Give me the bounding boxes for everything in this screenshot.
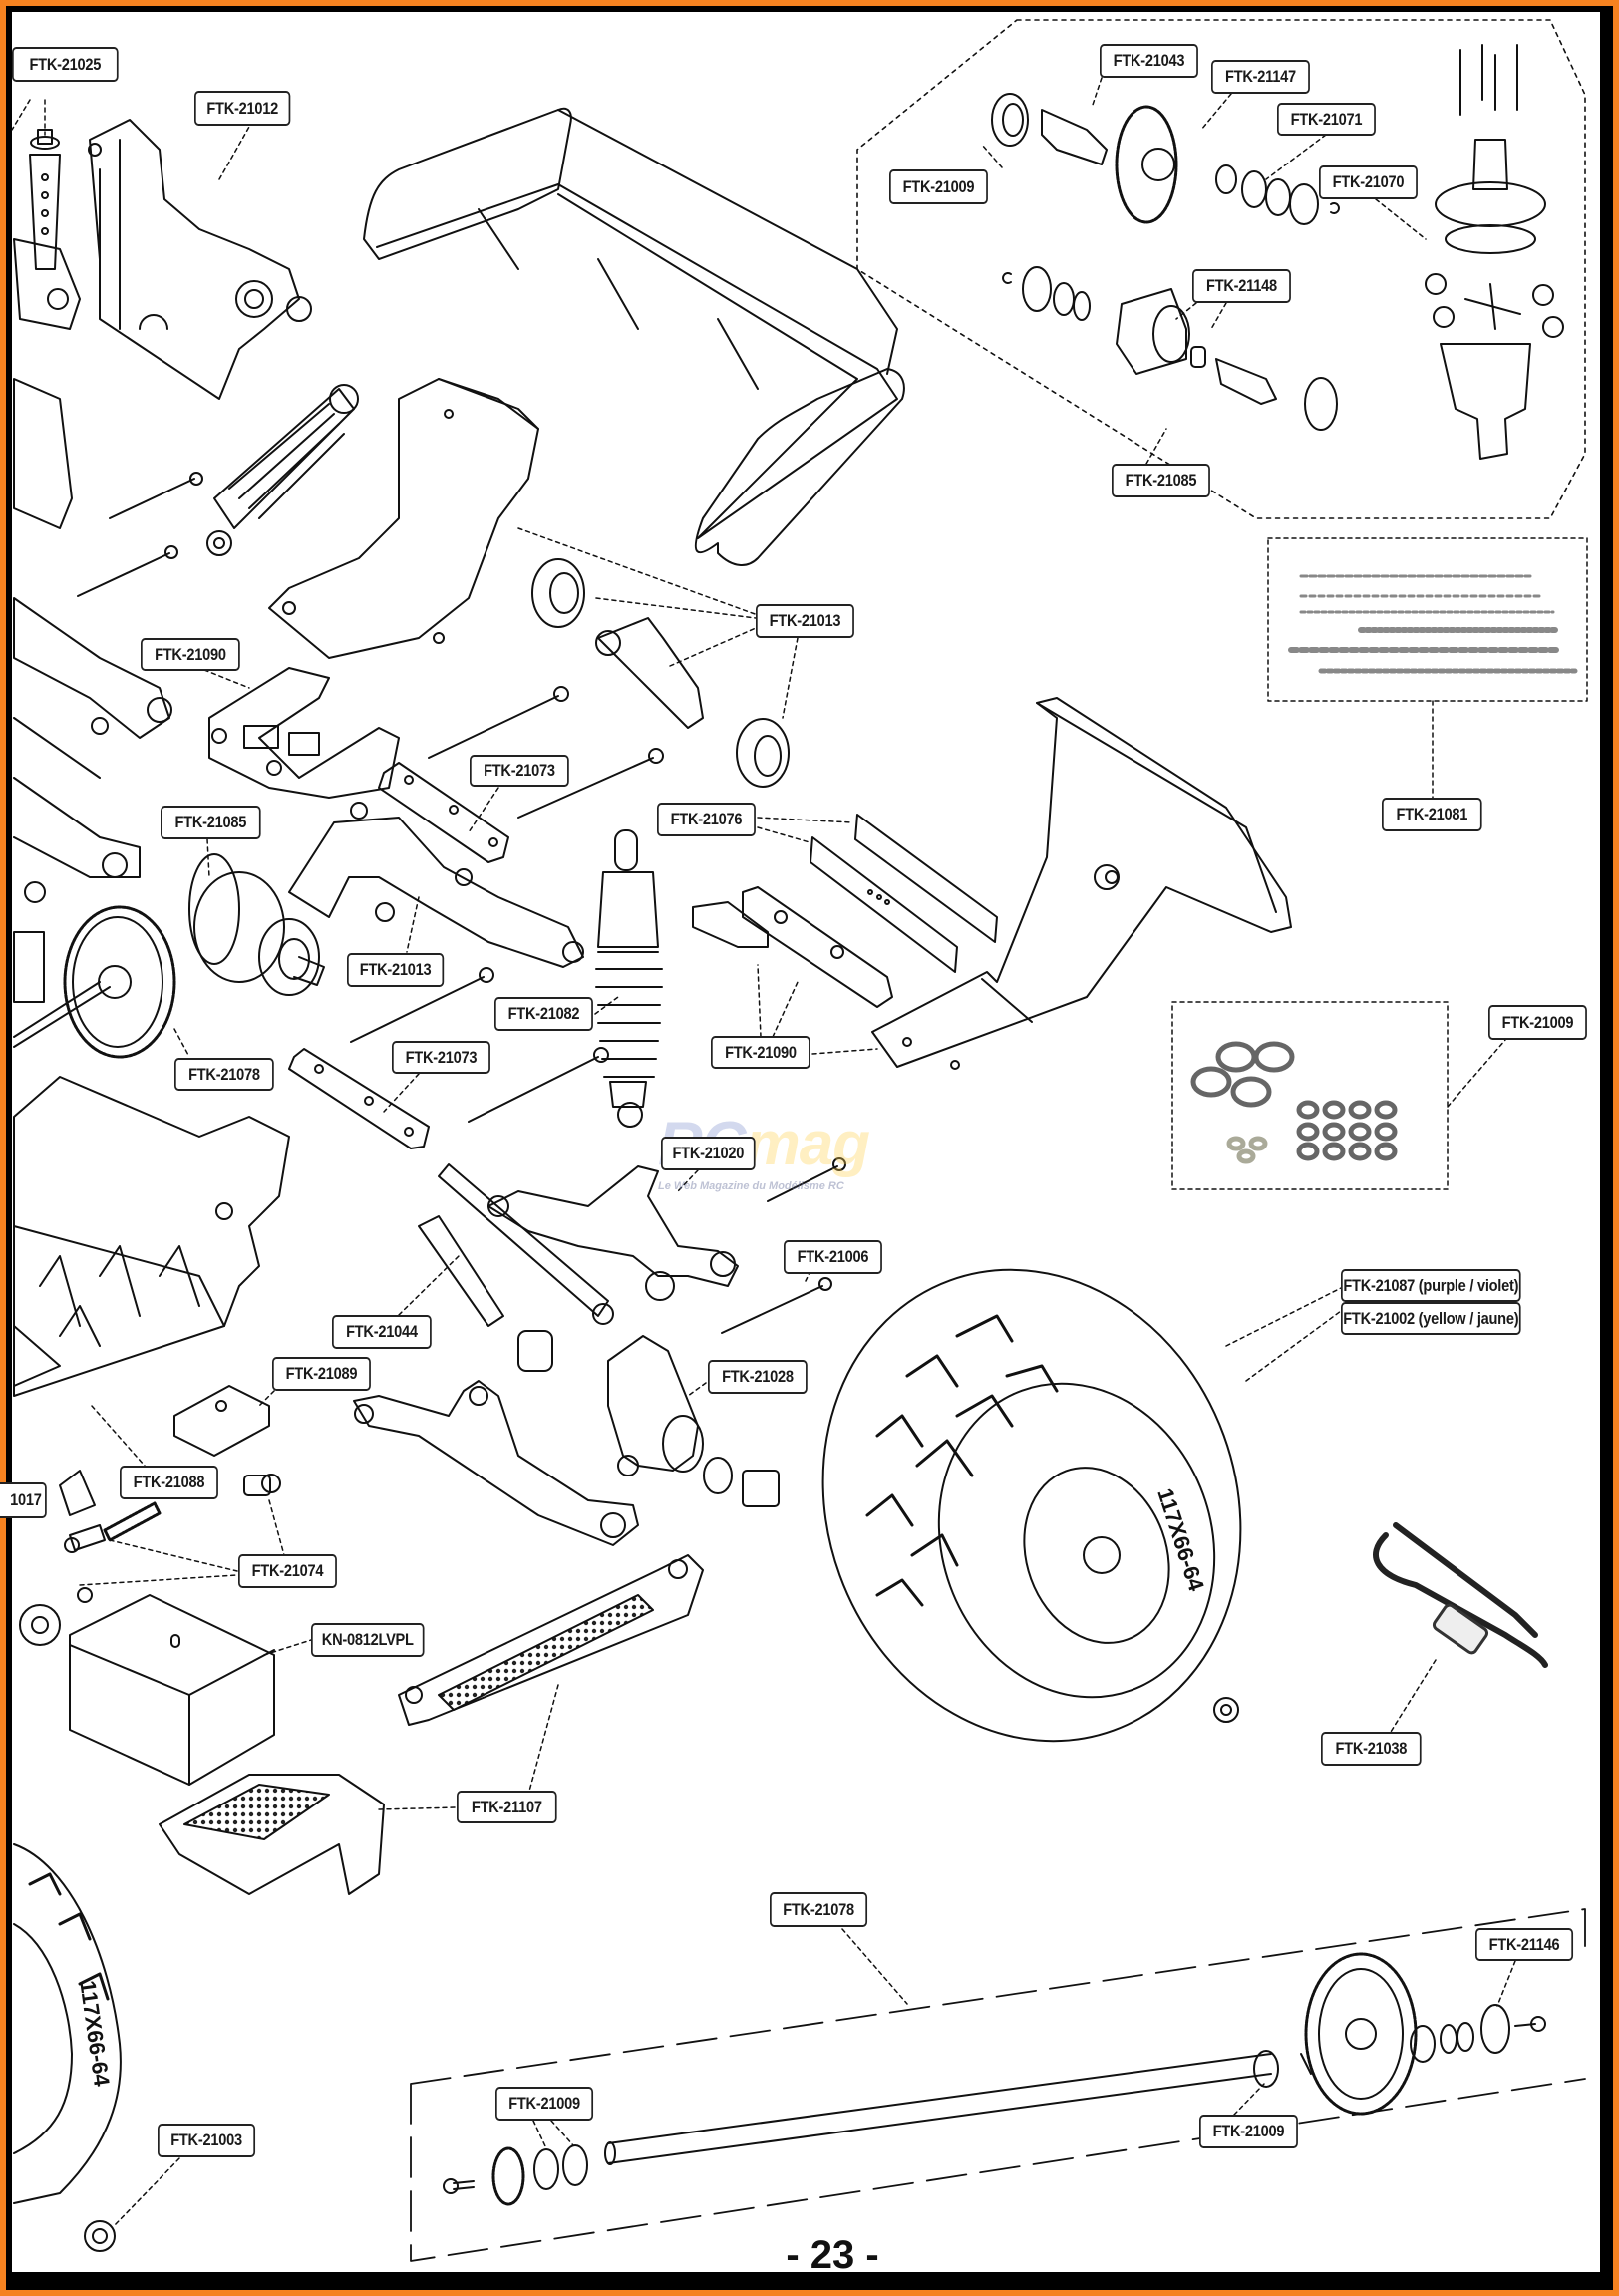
battery-strap: [159, 1554, 704, 1895]
part-label-ftk-21146: FTK-21146: [1475, 1928, 1574, 1961]
body-post: [29, 129, 61, 270]
tire-color-labels: FTK-21087 (purple / violet) FTK-21002 (y…: [1341, 1269, 1550, 1335]
chassis-tub: [13, 1076, 290, 1397]
part-label-ftk-21017-partial: 1017: [0, 1482, 47, 1518]
part-label-ftk-21081: FTK-21081: [1382, 798, 1482, 831]
wheel-hubs: [531, 558, 790, 788]
part-label-ftk-21090-bulkhead: FTK-21090: [141, 638, 240, 671]
diff-group-outline: [856, 19, 1586, 519]
part-label-ftk-21006: FTK-21006: [784, 1240, 882, 1274]
part-label-ftk-21147: FTK-21147: [1211, 60, 1310, 94]
front-bulkhead: [208, 667, 400, 799]
hinge-pins-lower: [350, 967, 609, 1123]
hinge-pins-top: [77, 472, 203, 597]
turnbuckle: [59, 1470, 281, 1603]
part-label-ftk-21071: FTK-21071: [1277, 103, 1376, 136]
part-label-ftk-21088: FTK-21088: [120, 1466, 218, 1499]
front-shock: [595, 829, 663, 1128]
differential-mid: [188, 853, 325, 996]
part-label-ftk-21074: FTK-21074: [238, 1554, 337, 1588]
front-upper-arm: [13, 597, 172, 903]
part-label-ftk-21085-mid: FTK-21085: [161, 806, 261, 839]
part-label-ftk-21073-lower: FTK-21073: [392, 1041, 490, 1074]
part-label-ftk-21013-hubs: FTK-21013: [756, 604, 854, 638]
axle-group-outline: [410, 1908, 1586, 2262]
part-label-ftk-21003: FTK-21003: [158, 2124, 256, 2157]
screws-kit-box: [1267, 537, 1588, 702]
part-label-ftk-21078-axle: FTK-21078: [770, 1892, 868, 1927]
rear-shock: [206, 384, 359, 556]
part-label-ftk-21087: FTK-21087 (purple / violet): [1341, 1269, 1521, 1302]
part-label-ftk-21078-mid: FTK-21078: [174, 1058, 274, 1091]
hinge-pins-mid: [428, 686, 664, 819]
battery-plate: [173, 1385, 270, 1457]
steering-assembly: [288, 802, 584, 968]
part-label-ftk-21025: FTK-21025: [12, 47, 119, 82]
rear-wing: [363, 107, 905, 566]
part-label-ftk-21009-bearings: FTK-21009: [1488, 1005, 1587, 1040]
part-label-ftk-21043: FTK-21043: [1100, 44, 1198, 78]
spur-gear-mid: [13, 905, 176, 1059]
part-label-ftk-21020: FTK-21020: [661, 1137, 756, 1170]
front-upper-arm-mid: [487, 1165, 739, 1301]
screws-kit: [1288, 574, 1578, 674]
bearings-kit-box: [1171, 1001, 1449, 1190]
bumper-foam-strips: [810, 814, 998, 973]
part-label-ftk-21013-steering: FTK-21013: [347, 953, 445, 987]
battery-holders: [692, 886, 893, 1008]
part-label-ftk-21009-axle-right: FTK-21009: [1199, 2115, 1298, 2148]
bearings-kit: [1190, 1041, 1398, 1164]
usb-charger: [1373, 1522, 1548, 1668]
driveshaft: [418, 1163, 614, 1372]
part-label-ftk-21082: FTK-21082: [494, 997, 593, 1031]
front-bumper-skid: [871, 697, 1292, 1070]
lower-link-plate: [288, 1048, 430, 1149]
hub-carrier: [607, 1335, 780, 1507]
wing-mount: [268, 378, 539, 659]
camber-link-plate: [378, 762, 509, 863]
part-label-ftk-21038: FTK-21038: [1321, 1732, 1422, 1766]
diff-parts-top: [991, 44, 1564, 460]
tire-left-partial: [13, 1843, 122, 2204]
part-label-ftk-21028: FTK-21028: [708, 1360, 808, 1394]
page-number: - 23 -: [786, 2233, 879, 2277]
part-label-ftk-21076: FTK-21076: [657, 803, 756, 836]
tire-right: [821, 1268, 1242, 1743]
part-label-ftk-21044: FTK-21044: [332, 1315, 432, 1349]
part-label-ftk-21012: FTK-21012: [194, 91, 291, 126]
part-label-ftk-21009-diff: FTK-21009: [889, 169, 988, 204]
part-label-ftk-21089: FTK-21089: [272, 1357, 371, 1391]
part-label-ftk-21090-holders: FTK-21090: [711, 1036, 810, 1069]
part-label-kn-0812lvpl: KN-0812LVPL: [311, 1623, 425, 1657]
part-label-ftk-21002: FTK-21002 (yellow / jaune): [1341, 1302, 1521, 1335]
part-label-ftk-21009-axle-left: FTK-21009: [495, 2087, 594, 2121]
part-label-ftk-21085-diff: FTK-21085: [1112, 464, 1210, 497]
center-axle: [443, 1952, 1546, 2206]
wheel-nut: [84, 2220, 116, 2252]
partial-part-left: [13, 238, 81, 529]
rear-lower-arm: [353, 1380, 639, 1546]
rear-shock-tower: [88, 119, 312, 400]
part-label-ftk-21073-upper: FTK-21073: [470, 755, 569, 787]
part-label-ftk-21107: FTK-21107: [457, 1791, 557, 1823]
servo: [19, 1594, 275, 1786]
part-label-ftk-21070: FTK-21070: [1319, 165, 1418, 199]
part-label-ftk-21148: FTK-21148: [1192, 269, 1291, 303]
